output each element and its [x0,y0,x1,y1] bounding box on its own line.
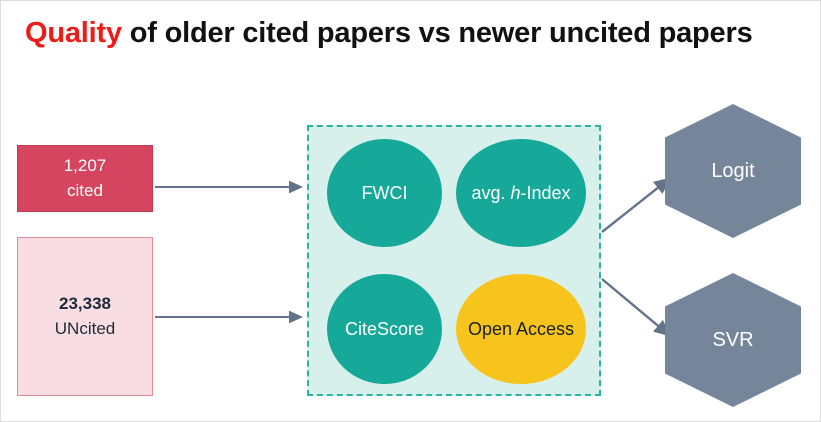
h-index-suffix: -Index [520,182,571,203]
feature-open-access-label: Open Access [467,318,575,339]
h-index-italic: h [510,182,521,203]
title-highlight: Quality [25,17,122,49]
title-rest: of older cited papers vs newer uncited p… [121,17,753,49]
model-svr-label: SVR [712,328,754,351]
feature-panel: FWCI avg. h-Index CiteScore Open Access [307,125,601,396]
feature-h-index[interactable]: avg. h-Index [456,139,586,247]
uncited-label: UNcited [54,318,116,338]
arrow-panel-to-svr [601,278,671,337]
uncited-count: 23,338 [59,294,111,314]
source-box-cited[interactable]: 1,207 cited [17,145,153,212]
feature-h-index-label: avg. h-Index [471,183,570,204]
cited-count: 1,207 [63,156,107,176]
h-index-prefix: avg. [471,182,511,203]
feature-open-access[interactable]: Open Access [456,274,586,384]
feature-citescore-label: CiteScore [344,318,425,339]
source-box-uncited[interactable]: 23,338 UNcited [17,237,153,396]
cited-label: cited [67,180,103,200]
feature-fwci-label: FWCI [361,182,408,203]
model-logit-label: Logit [711,159,755,182]
page-title: Quality of older cited papers vs newer u… [25,17,753,50]
arrow-panel-to-logit [601,177,671,233]
feature-citescore[interactable]: CiteScore [327,274,442,384]
model-hexagon-logit[interactable]: Logit [665,104,801,238]
model-hexagon-svr[interactable]: SVR [665,273,801,407]
feature-fwci[interactable]: FWCI [327,139,442,247]
